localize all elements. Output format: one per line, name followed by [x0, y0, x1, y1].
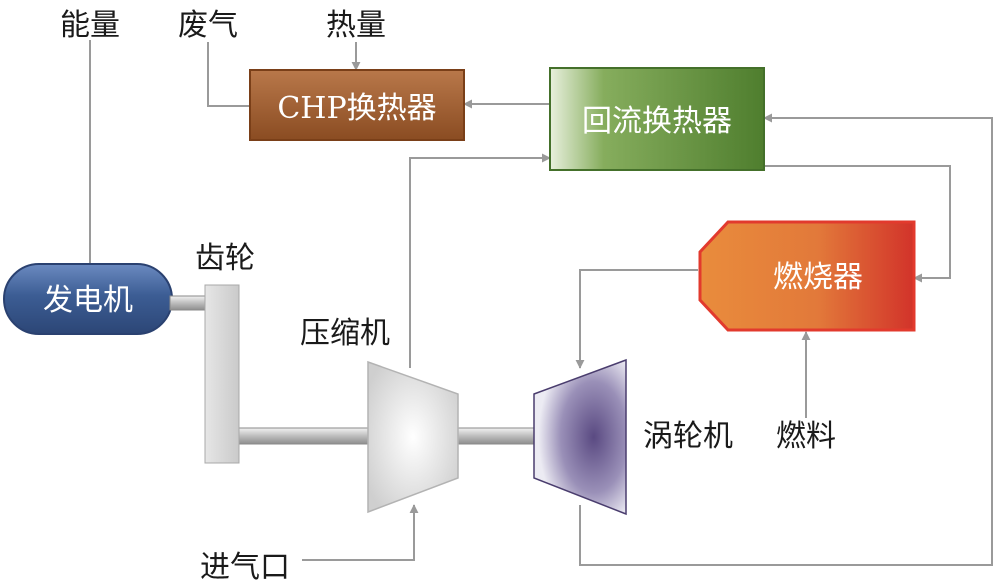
gear-compressor-shaft: [237, 427, 371, 445]
compressor-to-recuperator-arrow: [409, 153, 551, 368]
gear: [204, 284, 240, 464]
chp-heat-exchanger: CHP换热器: [249, 69, 465, 141]
generator: 发电机: [3, 263, 173, 335]
combustor: 燃烧器: [698, 220, 916, 332]
compressor-turbine-shaft: [457, 427, 537, 445]
exhaust-line: [207, 42, 250, 107]
compressor: [367, 360, 459, 514]
turbine-label: 涡轮机: [643, 419, 733, 454]
air-inlet-arrow: [302, 504, 419, 561]
combustor-label: 燃烧器: [773, 260, 863, 295]
air-inlet-label: 进气口: [200, 550, 290, 585]
fuel-label: 燃料: [776, 419, 836, 454]
energy-label: 能量: [60, 8, 120, 43]
heat-label: 热量: [326, 8, 386, 43]
recuperator-to-combustor-arrow: [764, 165, 951, 283]
compressor-label: 压缩机: [300, 316, 390, 351]
gear-label: 齿轮: [195, 241, 255, 276]
combustor-to-turbine-arrow: [575, 269, 698, 369]
recuperator: 回流换热器: [549, 67, 765, 171]
turbine: [533, 358, 627, 516]
recuperator-label: 回流换热器: [582, 104, 732, 139]
generator-label: 发电机: [43, 283, 133, 318]
turbine-exhaust-to-recuperator-arrow: [579, 113, 993, 566]
chp-label: CHP换热器: [277, 91, 436, 126]
exhaust-label: 废气: [178, 8, 238, 43]
